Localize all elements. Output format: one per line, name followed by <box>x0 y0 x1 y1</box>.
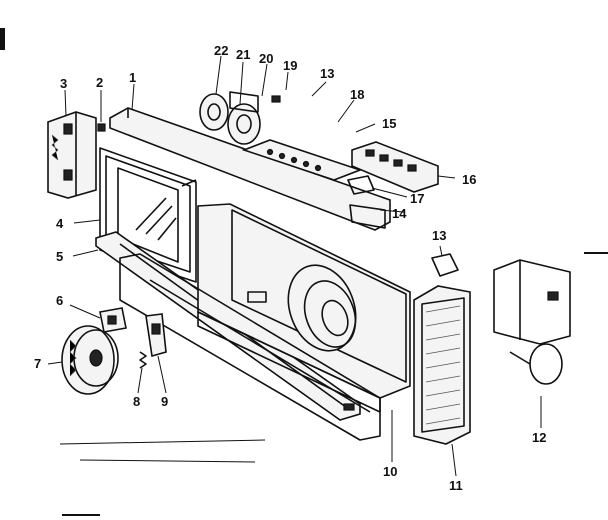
left-end-bracket <box>47 111 97 199</box>
callout-21: 21 <box>236 47 250 62</box>
callout-2: 2 <box>96 75 103 90</box>
clip-part-6 <box>99 307 127 333</box>
switch-bracket <box>145 313 167 358</box>
callout-5: 5 <box>56 249 63 264</box>
callout-17: 17 <box>410 191 424 206</box>
main-control-panel <box>197 203 411 413</box>
callout-19: 19 <box>283 58 297 73</box>
callout-14: 14 <box>392 206 407 221</box>
callout-12: 12 <box>532 430 546 445</box>
callout-11: 11 <box>449 478 463 493</box>
callout-18: 18 <box>350 87 364 102</box>
callout-7: 7 <box>34 356 41 371</box>
push-button-block <box>351 141 439 193</box>
callout-1: 1 <box>129 70 136 85</box>
callout-15: 15 <box>382 116 396 131</box>
diffuser-panel <box>413 285 471 445</box>
window-frame <box>99 147 197 283</box>
top-trim-bar <box>109 107 391 231</box>
callout-3: 3 <box>60 76 67 91</box>
callout-9: 9 <box>161 394 168 409</box>
shaft-assembly <box>199 91 281 145</box>
callout-16: 16 <box>462 172 476 187</box>
leader-lines <box>47 55 542 477</box>
clip-part-17 <box>347 175 375 195</box>
screw-part-2 <box>97 123 106 132</box>
callout-20: 20 <box>259 51 273 66</box>
callout-4: 4 <box>56 216 64 231</box>
callout-13-upper: 13 <box>320 66 334 81</box>
control-knob <box>61 325 119 395</box>
callout-10: 10 <box>383 464 397 479</box>
callout-13-lower: 13 <box>432 228 446 243</box>
callout-6: 6 <box>56 293 63 308</box>
callout-22: 22 <box>214 43 228 58</box>
base-rail <box>119 253 381 441</box>
clip-part-13-lower <box>431 253 459 277</box>
callout-labels: 1 2 3 4 5 6 7 8 9 10 11 12 13 13 14 15 1… <box>34 43 546 493</box>
spring-part-8 <box>139 351 147 369</box>
callout-8: 8 <box>133 394 140 409</box>
right-housing <box>493 259 571 385</box>
corner-mark <box>0 28 5 50</box>
